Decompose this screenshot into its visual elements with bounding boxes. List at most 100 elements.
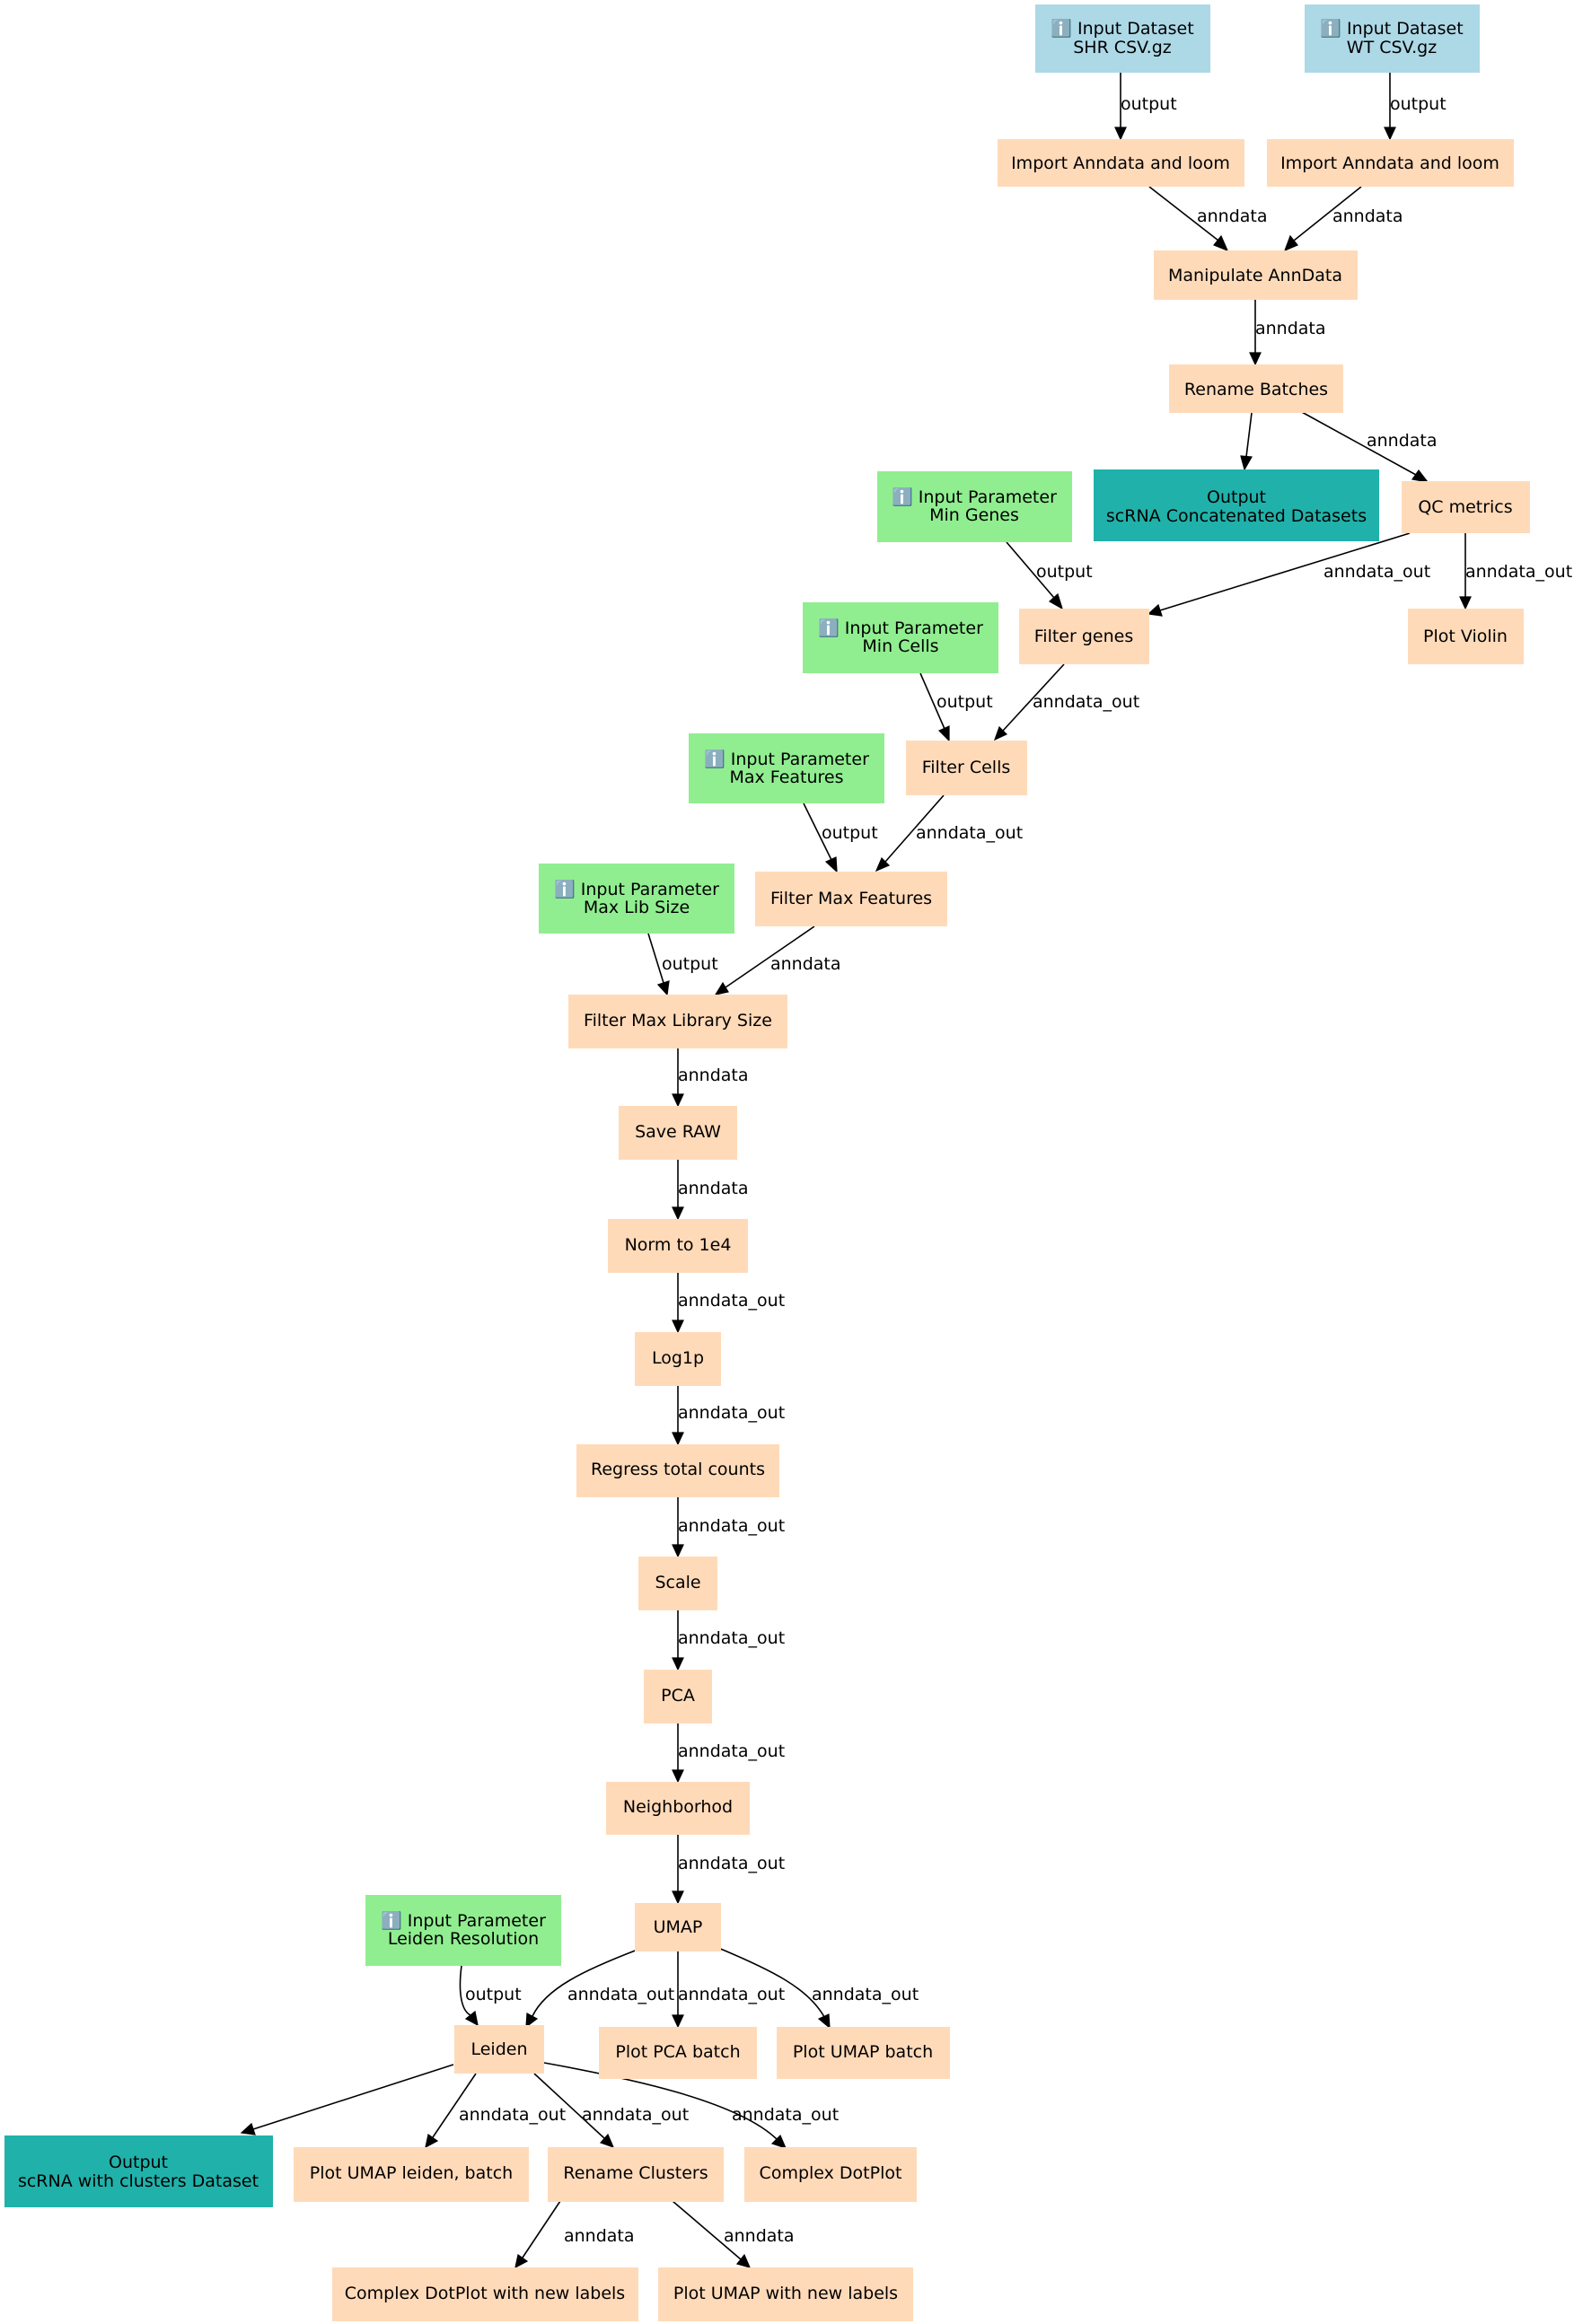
- edge-pca-to-neighborhod: anndata_out: [672, 1723, 785, 1784]
- edge-label: anndata_out: [582, 2105, 689, 2125]
- node-filter-cells[interactable]: Filter Cells: [906, 741, 1027, 795]
- node-pca[interactable]: PCA: [644, 1670, 712, 1723]
- node-save-raw[interactable]: Save RAW: [619, 1106, 737, 1160]
- node-filter-max-library-size[interactable]: Filter Max Library Size: [568, 995, 787, 1048]
- node-regress-total-counts[interactable]: Regress total counts: [576, 1444, 779, 1497]
- node-output-concatenated[interactable]: Output scRNA Concatenated Datasets: [1094, 469, 1379, 541]
- edge-scale-to-pca: anndata_out: [672, 1610, 785, 1671]
- edge-label: anndata: [1197, 206, 1268, 226]
- edge-min-cells-to-filter-cells: output: [919, 672, 993, 742]
- node-subtitle: SHR CSV.gz: [1073, 38, 1172, 57]
- node-plot-pca-batch[interactable]: Plot PCA batch: [599, 2027, 757, 2079]
- node-plot-umap-leiden-batch[interactable]: Plot UMAP leiden, batch: [294, 2147, 529, 2202]
- node-manipulate-anndata[interactable]: Manipulate AnnData: [1154, 250, 1358, 300]
- edge-max-lib-param-to-filter-max-lib: output: [647, 933, 718, 996]
- node-label: Leiden: [470, 2039, 527, 2059]
- edge-label: anndata: [1332, 206, 1403, 226]
- node-title: ℹ️ Input Parameter: [704, 749, 869, 769]
- node-filter-max-features[interactable]: Filter Max Features: [755, 872, 947, 926]
- node-label: Filter genes: [1034, 627, 1133, 646]
- edge-leiden-to-plot-umap-leiden: anndata_out: [425, 2073, 566, 2149]
- node-neighborhod[interactable]: Neighborhod: [606, 1782, 750, 1835]
- node-umap[interactable]: UMAP: [635, 1903, 721, 1951]
- node-complex-dotplot[interactable]: Complex DotPlot: [744, 2147, 917, 2202]
- node-subtitle: Min Genes: [929, 505, 1019, 525]
- node-subtitle: WT CSV.gz: [1347, 38, 1437, 57]
- node-label: UMAP: [654, 1917, 703, 1937]
- edge-qc-to-plot-violin: anndata_out: [1459, 533, 1572, 610]
- edge-rename-batches-to-qc: anndata: [1299, 410, 1438, 483]
- edge-label: anndata: [678, 1066, 749, 1085]
- edge-max-features-param-to-filter-max-features: output: [803, 802, 878, 873]
- node-label: Import Anndata and loom: [1011, 153, 1230, 173]
- edge-label: anndata: [1367, 431, 1438, 451]
- node-plot-umap-batch[interactable]: Plot UMAP batch: [777, 2027, 950, 2079]
- node-subtitle: Max Lib Size: [584, 898, 690, 917]
- edge-label: anndata: [564, 2226, 635, 2246]
- node-plot-violin[interactable]: Plot Violin: [1408, 609, 1524, 664]
- node-complex-dotplot-new-labels[interactable]: Complex DotPlot with new labels: [332, 2267, 638, 2321]
- node-rename-batches[interactable]: Rename Batches: [1169, 364, 1343, 413]
- edge-umap-to-plot-umap-batch: anndata_out: [717, 1947, 919, 2030]
- node-rename-clusters[interactable]: Rename Clusters: [548, 2147, 724, 2202]
- edge-label: anndata_out: [1465, 562, 1572, 582]
- node-leiden[interactable]: Leiden: [454, 2025, 544, 2074]
- node-subtitle: Max Features: [729, 767, 843, 787]
- edge-label: anndata_out: [916, 823, 1023, 843]
- node-label: Plot PCA batch: [615, 2042, 740, 2062]
- edge-regress-to-scale: anndata_out: [672, 1497, 785, 1558]
- node-param-min-cells[interactable]: ℹ️ Input Parameter Min Cells: [803, 602, 998, 673]
- node-import-anndata-2[interactable]: Import Anndata and loom: [1267, 139, 1514, 187]
- node-param-leiden-resolution[interactable]: ℹ️ Input Parameter Leiden Resolution: [365, 1895, 561, 1966]
- edge-rename-batches-to-output-concat: [1240, 412, 1253, 471]
- edge-umap-to-plot-pca-batch: anndata_out: [672, 1951, 785, 2029]
- node-label: Regress total counts: [591, 1460, 765, 1479]
- edge-norm-to-log1p: anndata_out: [672, 1273, 785, 1334]
- edge-filter-max-lib-to-save-raw: anndata: [672, 1048, 749, 1108]
- node-param-max-lib-size[interactable]: ℹ️ Input Parameter Max Lib Size: [539, 864, 734, 934]
- edge-wt-to-import-2: output: [1384, 73, 1446, 141]
- node-label: Filter Max Features: [770, 889, 932, 908]
- node-label: Filter Max Library Size: [584, 1011, 772, 1030]
- edge-import-2-to-manipulate: anndata: [1283, 186, 1403, 252]
- node-output-clusters[interactable]: Output scRNA with clusters Dataset: [4, 2135, 273, 2207]
- node-label: Plot UMAP with new labels: [673, 2284, 898, 2303]
- node-scale[interactable]: Scale: [638, 1557, 717, 1610]
- edge-label: anndata: [770, 954, 841, 974]
- node-qc-metrics[interactable]: QC metrics: [1402, 481, 1530, 533]
- node-input-dataset-shr[interactable]: ℹ️ Input Dataset SHR CSV.gz: [1035, 4, 1210, 73]
- edge-label: output: [662, 954, 718, 974]
- edge-label: anndata_out: [567, 1985, 674, 2004]
- node-plot-umap-new-labels[interactable]: Plot UMAP with new labels: [658, 2267, 913, 2321]
- node-label: QC metrics: [1418, 497, 1512, 517]
- node-param-max-features[interactable]: ℹ️ Input Parameter Max Features: [689, 733, 884, 803]
- node-label: Complex DotPlot with new labels: [345, 2284, 625, 2303]
- edge-label: anndata_out: [459, 2105, 566, 2125]
- node-log1p[interactable]: Log1p: [635, 1332, 721, 1386]
- edge-label: anndata_out: [678, 1291, 785, 1311]
- node-input-dataset-wt[interactable]: ℹ️ Input Dataset WT CSV.gz: [1305, 4, 1480, 73]
- edge-log1p-to-regress: anndata_out: [672, 1386, 785, 1446]
- node-param-min-genes[interactable]: ℹ️ Input Parameter Min Genes: [877, 471, 1072, 542]
- node-subtitle: scRNA with clusters Dataset: [18, 2171, 259, 2191]
- node-label: Plot UMAP batch: [793, 2042, 933, 2062]
- node-label: Import Anndata and loom: [1280, 153, 1499, 173]
- nodes: ℹ️ Input Dataset SHR CSV.gz ℹ️ Input Dat…: [4, 4, 1530, 2321]
- node-label: Plot Violin: [1423, 627, 1508, 646]
- node-subtitle: Leiden Resolution: [388, 1929, 539, 1949]
- node-subtitle: Min Cells: [862, 636, 938, 656]
- edge-label: output: [822, 823, 878, 843]
- edge-label: anndata: [724, 2226, 795, 2246]
- node-label: Rename Batches: [1184, 380, 1328, 399]
- edge-label: anndata_out: [678, 1403, 785, 1423]
- node-filter-genes[interactable]: Filter genes: [1019, 609, 1149, 664]
- edge-label: anndata_out: [678, 1854, 785, 1873]
- node-import-anndata-1[interactable]: Import Anndata and loom: [998, 139, 1244, 187]
- node-label: Complex DotPlot: [760, 2163, 902, 2183]
- node-norm-to-1e4[interactable]: Norm to 1e4: [608, 1219, 748, 1273]
- node-label: Log1p: [652, 1348, 704, 1368]
- edge-label: anndata_out: [732, 2105, 839, 2125]
- node-subtitle: scRNA Concatenated Datasets: [1106, 506, 1367, 526]
- node-label: Neighborhod: [623, 1797, 733, 1817]
